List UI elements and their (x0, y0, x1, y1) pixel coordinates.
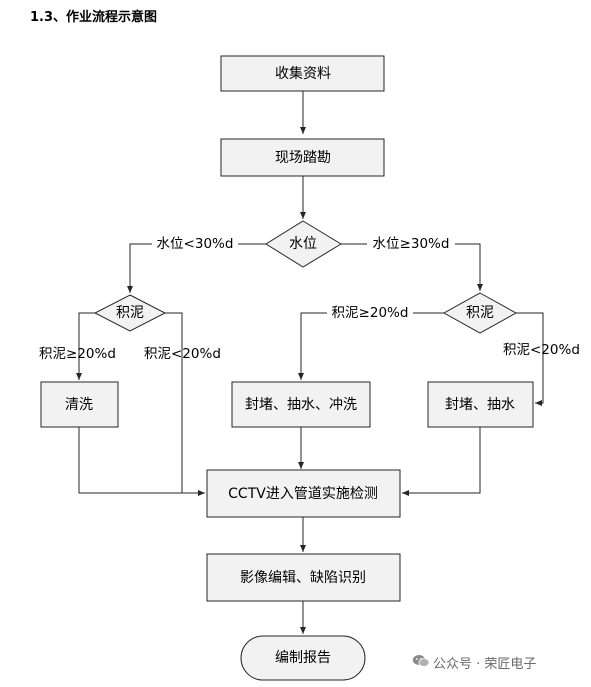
page-title: 1.3、作业流程示意图 (30, 10, 158, 25)
plug-pump-box (427, 381, 534, 428)
clean-label: 清洗 (65, 397, 93, 413)
report-label: 编制报告 (275, 650, 331, 666)
right-sludge-label: 积泥 (466, 305, 494, 321)
survey-label: 现场踏勘 (275, 150, 331, 166)
plug-pump-flush-label: 封堵、抽水、冲洗 (245, 397, 357, 413)
right-sludge-diamond (442, 292, 518, 334)
left-sludge-high-label: 积泥≥20%d (39, 346, 116, 362)
plug-pump-label: 封堵、抽水 (445, 397, 515, 413)
edge-clean-cctv (78, 427, 205, 496)
collect-label: 收集资料 (275, 65, 331, 82)
left-sludge-diamond (93, 294, 167, 332)
right-sludge-high-label: 积泥≥20%d (332, 305, 409, 321)
left-sludge-label: 积泥 (116, 305, 144, 321)
survey-box (220, 138, 385, 177)
image-edit-label: 影像编辑、缺陷识别 (240, 570, 366, 586)
cctv-label: CCTV进入管道实施检测 (228, 486, 378, 502)
right-sludge-low-label: 积泥<20%d (503, 342, 580, 358)
watermark-text: 公众号 · 荣匠电子 (433, 657, 537, 672)
collect-box (220, 55, 385, 92)
water-high-label: 水位≥30%d (373, 236, 450, 252)
water-decision-label: 水位 (289, 236, 317, 252)
wechat-icon (412, 655, 430, 667)
report-terminator (240, 635, 366, 681)
edge-plug-pump-cctv (402, 427, 481, 496)
edge-left-sludge-low (165, 312, 183, 493)
plug-pump-flush-box (231, 381, 371, 428)
edge-right-sludge-low (516, 312, 544, 406)
image-edit-box (206, 553, 401, 602)
edge-left-sludge-high (76, 312, 95, 380)
water-low-label: 水位<30%d (157, 236, 234, 252)
left-sludge-low-label: 积泥<20%d (144, 346, 221, 362)
water-decision-diamond (265, 220, 342, 268)
edge-right-sludge-high (298, 312, 444, 380)
cctv-box (206, 469, 401, 518)
clean-box (40, 381, 119, 428)
